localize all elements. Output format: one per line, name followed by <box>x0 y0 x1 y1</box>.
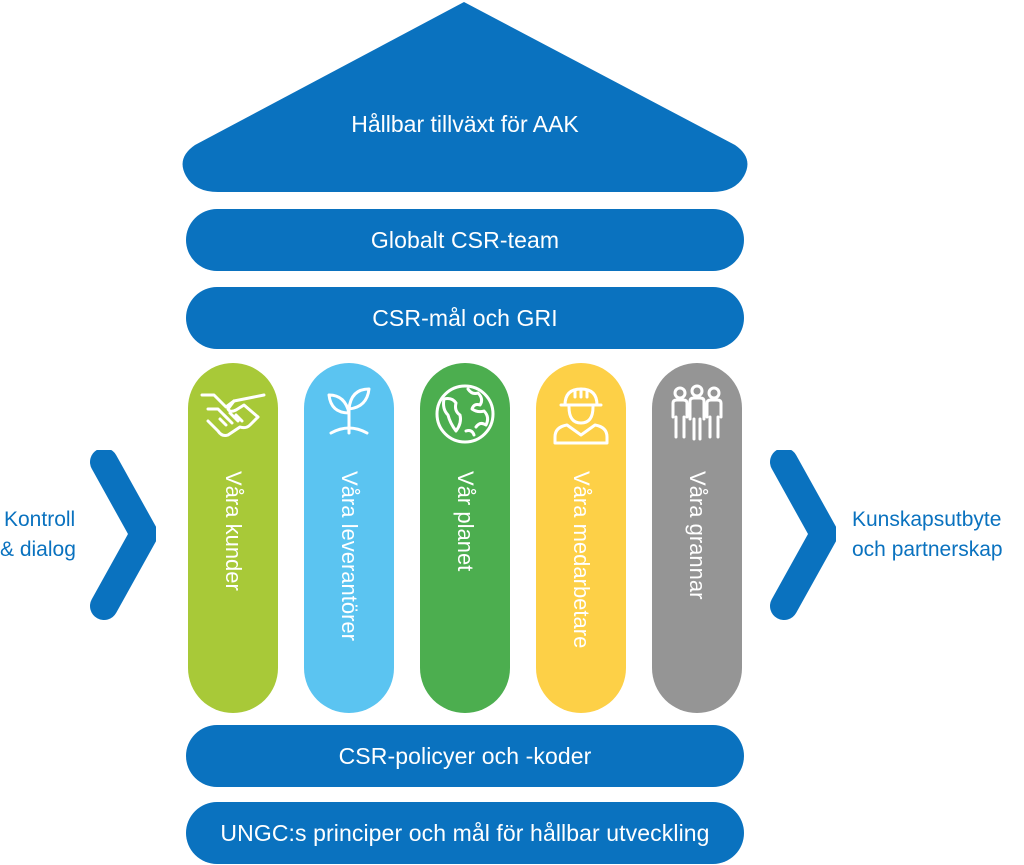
right-side-line2: och partnerskap <box>852 538 1003 561</box>
pillar-planet: Vår planet <box>420 363 510 713</box>
left-chevron-icon <box>90 450 156 620</box>
roof-shape <box>182 2 748 192</box>
pillar-label-suppliers: Våra leverantörer <box>337 471 362 641</box>
pillar-label-employees: Våra medarbetare <box>569 471 594 649</box>
sprout-icon <box>304 383 394 449</box>
left-side-label: Kontroll & dialog <box>0 505 76 565</box>
pillar-employees: Våra medarbetare <box>536 363 626 713</box>
bar-csr-goals-gri: CSR-mål och GRI <box>186 287 744 349</box>
bar-global-csr-team: Globalt CSR-team <box>186 209 744 271</box>
bar-ungc-principles: UNGC:s principer och mål för hållbar utv… <box>186 802 744 864</box>
globe-icon <box>420 383 510 449</box>
left-side-line2: & dialog <box>0 538 76 561</box>
pillar-suppliers: Våra leverantörer <box>304 363 394 713</box>
pillar-neighbours: Våra grannar <box>652 363 742 713</box>
pillar-customers: Våra kunder <box>188 363 278 713</box>
pillar-label-planet: Vår planet <box>453 471 478 572</box>
pillar-label-neighbours: Våra grannar <box>685 471 710 600</box>
left-side-line1: Kontroll <box>4 508 76 531</box>
pillar-label-customers: Våra kunder <box>221 471 246 591</box>
right-side-label: Kunskapsutbyte och partnerskap <box>852 505 1003 565</box>
worker-helmet-icon <box>536 383 626 449</box>
people-group-icon <box>652 383 742 449</box>
handshake-icon <box>188 383 278 449</box>
bar-csr-policies-codes: CSR-policyer och -koder <box>186 725 744 787</box>
roof-title: Hållbar tillväxt för AAK <box>351 110 579 137</box>
right-chevron-icon <box>770 450 836 620</box>
right-side-line1: Kunskapsutbyte <box>852 508 1002 531</box>
